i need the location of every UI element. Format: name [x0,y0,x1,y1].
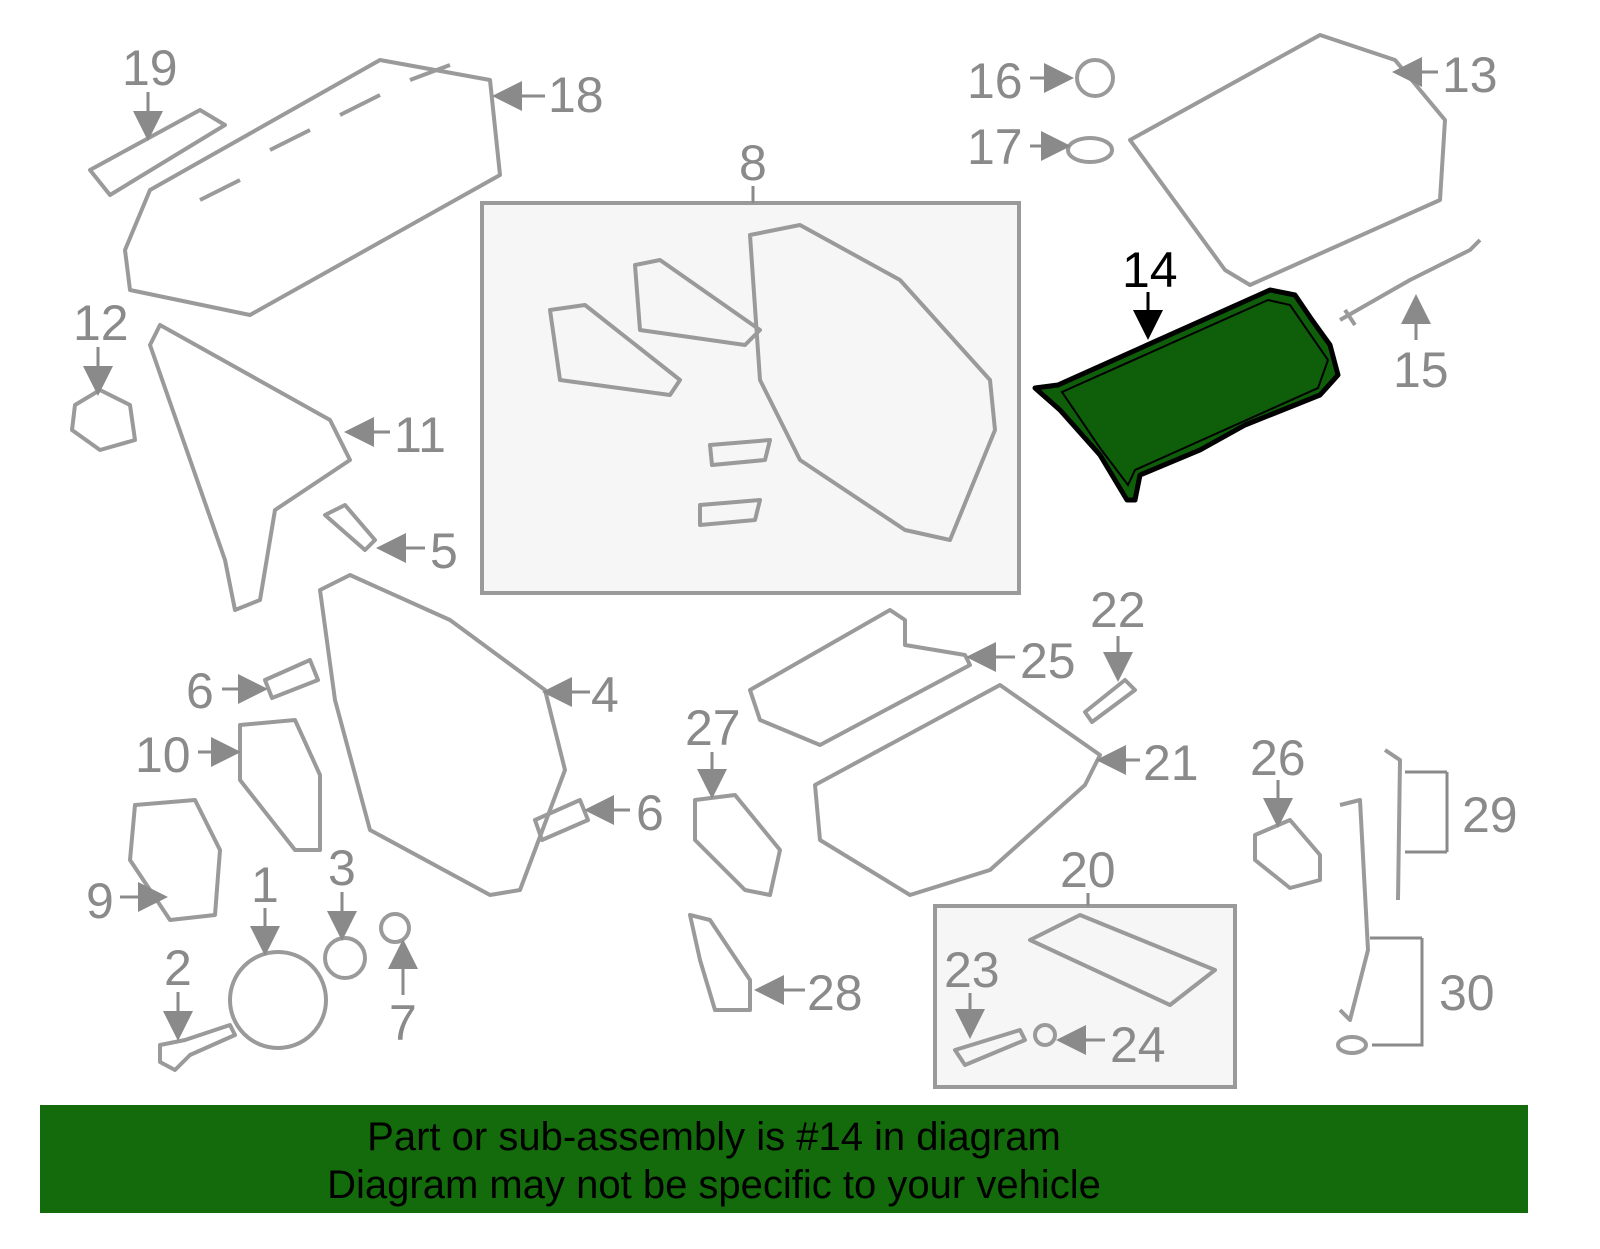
label-27: 27 [685,700,741,756]
label-4: 4 [591,667,619,723]
part-30-oring [1336,1035,1368,1055]
label-10: 10 [135,727,191,783]
label-7: 7 [389,995,417,1051]
part-15-gasket [1339,238,1482,327]
part-1-pulley [228,950,328,1050]
part-25-cover [748,608,972,747]
part-13-valve-cover [1128,33,1447,287]
label-6a: 6 [186,663,214,719]
part-7-seal [379,912,411,944]
label-24: 24 [1110,1017,1166,1073]
label-16: 16 [967,53,1023,109]
label-23: 23 [944,942,1000,998]
label-2: 2 [164,940,192,996]
label-28: 28 [807,965,863,1021]
label-8: 8 [739,135,767,191]
part-23-bolt [953,1028,1027,1067]
label-20: 20 [1060,842,1116,898]
label-13: 13 [1442,47,1498,103]
label-9: 9 [86,873,114,929]
part-27-pump [693,793,782,897]
label-3: 3 [328,840,356,896]
label-1: 1 [251,857,279,913]
part-14-inner-outline [1060,298,1330,487]
part-14-valve-cover-gasket[interactable] [1032,287,1341,503]
part-3-sprocket [323,936,367,980]
part-19-gasket [88,108,227,197]
label-6b: 6 [636,785,664,841]
part-9-pump [128,798,222,922]
part-28-strainer [688,913,752,1012]
part-24-washer [1033,1023,1057,1047]
part-18-manifold [123,58,502,317]
label-29: 29 [1462,787,1518,843]
leader-arrows [83,57,1449,1055]
part-2-bolt [158,1023,237,1072]
label-30: 30 [1439,965,1495,1021]
label-18: 18 [548,67,604,123]
part-11-chain [148,323,352,612]
label-17: 17 [967,119,1023,175]
part-8-parts [548,223,997,542]
part-12-sensor [70,388,137,452]
label-22: 22 [1090,582,1146,638]
part-6-pin-a [263,658,320,700]
banner-line-1: Part or sub-assembly is #14 in diagram [367,1115,1061,1159]
label-19: 19 [122,40,178,96]
label-15: 15 [1393,342,1449,398]
part-10-gasket [238,718,322,852]
part-16-cap [1075,58,1115,98]
part-22-tube [1083,678,1137,724]
part-4-cover [318,573,567,897]
banner-line-2: Diagram may not be specific to your vehi… [327,1163,1101,1207]
label-5: 5 [430,523,458,579]
label-11: 11 [394,407,446,463]
part-21-oil-pan [813,683,1102,897]
label-26: 26 [1250,730,1306,786]
part-29-30-dipstick [1338,748,1402,1022]
part-20-baffle [1028,913,1217,1007]
part-17-seal [1066,136,1114,164]
info-banner: Part or sub-assembly is #14 in diagram D… [40,1105,1528,1213]
part-5-tube [323,503,377,552]
label-25: 25 [1020,633,1076,689]
label-21: 21 [1143,735,1199,791]
part-26-filter [1253,818,1322,890]
label-12: 12 [73,295,129,351]
label-14[interactable]: 14 [1122,242,1178,298]
